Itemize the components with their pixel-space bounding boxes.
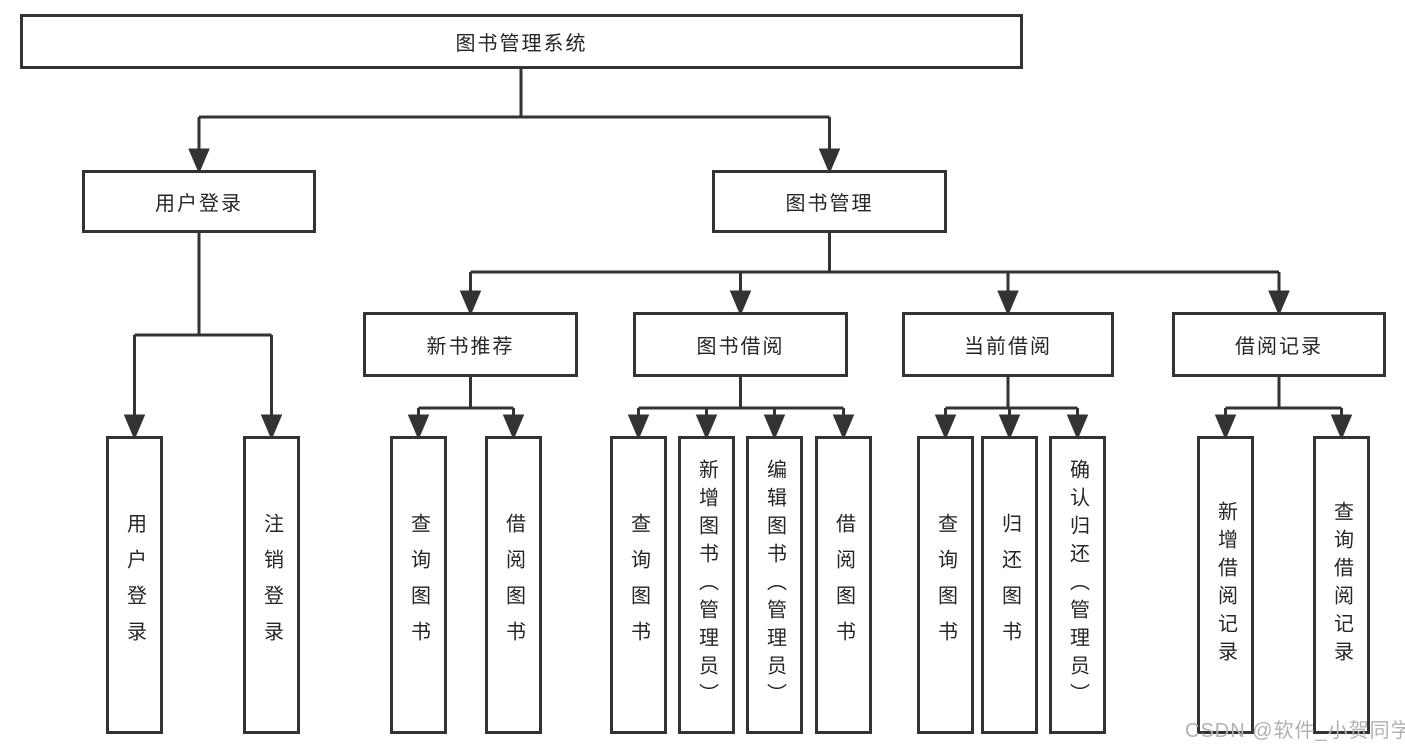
leaf-confirm-return-admin: 确认归还（管理员） (1049, 436, 1106, 734)
leaf-return-book: 归还图书 (981, 436, 1038, 734)
leaf-recommend-query-book: 查询图书 (390, 436, 447, 734)
leaf-user-login-label: 用户登录 (123, 513, 146, 657)
leaf-query-borrow-record: 查询借阅记录 (1313, 436, 1370, 734)
leaf-borrow-book: 借阅图书 (815, 436, 872, 734)
leaf-edit-book-admin: 编辑图书（管理员） (746, 436, 803, 734)
node-user-login-label: 用户登录 (155, 193, 243, 215)
node-borrow-record: 借阅记录 (1172, 312, 1386, 377)
leaf-add-book-admin: 新增图书（管理员） (678, 436, 735, 734)
leaf-add-borrow-record: 新增借阅记录 (1197, 436, 1254, 734)
node-book-borrow: 图书借阅 (633, 312, 848, 377)
leaf-current-query-book-label: 查询图书 (934, 513, 957, 657)
leaf-borrow-book-label: 借阅图书 (832, 513, 855, 657)
node-new-book-recommend-label: 新书推荐 (426, 336, 515, 358)
leaf-borrow-query-book: 查询图书 (610, 436, 667, 734)
node-current-borrow: 当前借阅 (902, 312, 1114, 377)
leaf-confirm-return-admin-label: 确认归还（管理员） (1066, 459, 1089, 711)
leaf-recommend-borrow-book-label: 借阅图书 (502, 513, 525, 657)
csdn-watermark: CSDN @软件_小贺同学 (1185, 720, 1405, 742)
leaf-add-borrow-record-label: 新增借阅记录 (1214, 501, 1237, 669)
leaf-recommend-borrow-book: 借阅图书 (485, 436, 542, 734)
leaf-return-book-label: 归还图书 (998, 513, 1021, 657)
leaf-logout: 注销登录 (243, 436, 300, 734)
leaf-current-query-book: 查询图书 (917, 436, 974, 734)
leaf-add-book-admin-label: 新增图书（管理员） (695, 459, 718, 711)
node-book-management-label: 图书管理 (785, 193, 874, 215)
leaf-query-borrow-record-label: 查询借阅记录 (1330, 501, 1353, 669)
leaf-borrow-query-book-label: 查询图书 (627, 513, 650, 657)
leaf-user-login: 用户登录 (106, 436, 163, 734)
node-book-management: 图书管理 (712, 170, 947, 233)
node-root-system-label: 图书管理系统 (455, 33, 588, 55)
node-root-system: 图书管理系统 (20, 14, 1023, 69)
node-borrow-record-label: 借阅记录 (1235, 336, 1323, 358)
leaf-logout-label: 注销登录 (260, 513, 283, 657)
node-book-borrow-label: 图书借阅 (696, 336, 785, 358)
leaf-recommend-query-book-label: 查询图书 (407, 513, 430, 657)
leaf-edit-book-admin-label: 编辑图书（管理员） (763, 459, 786, 711)
node-new-book-recommend: 新书推荐 (363, 312, 578, 377)
node-current-borrow-label: 当前借阅 (964, 336, 1052, 358)
node-user-login: 用户登录 (82, 170, 316, 233)
